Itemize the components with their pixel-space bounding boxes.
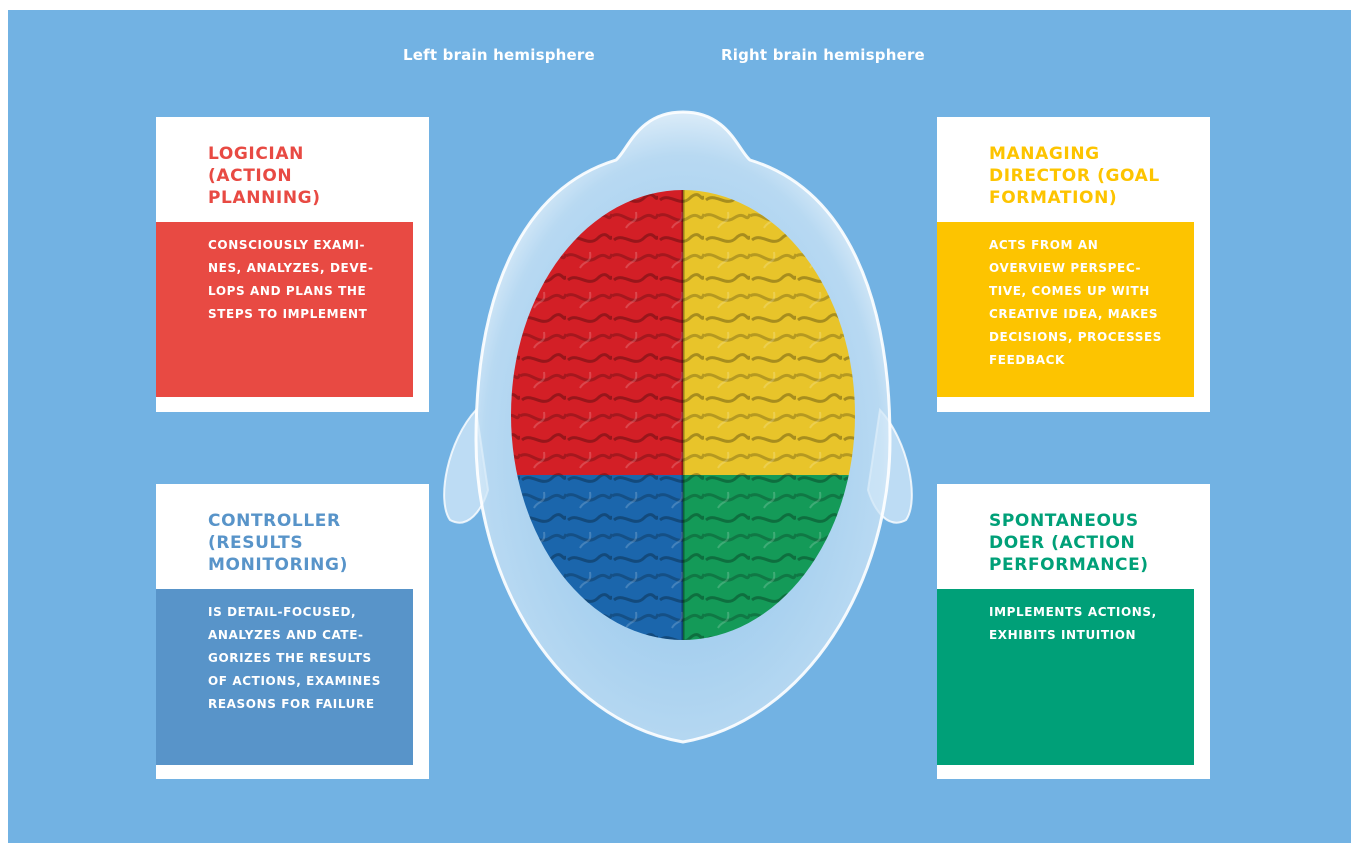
logician-title: LOGICIAN (ACTION PLANNING) bbox=[208, 144, 321, 208]
controller-description: IS DETAIL-FOCUSED, ANALYZES AND CATE- GO… bbox=[156, 589, 413, 765]
controller-title: CONTROLLER (RESULTS MONITORING) bbox=[208, 511, 348, 575]
managing-director-title: MANAGING DIRECTOR (GOAL FORMATION) bbox=[989, 144, 1160, 208]
spontaneous-doer-card: SPONTANEOUS DOER (ACTION PERFORMANCE) IM… bbox=[937, 484, 1210, 779]
right-hemisphere-label: Right brain hemisphere bbox=[721, 46, 925, 64]
brain-head-illustration bbox=[443, 110, 913, 744]
spontaneous-doer-title: SPONTANEOUS DOER (ACTION PERFORMANCE) bbox=[989, 511, 1149, 575]
left-hemisphere-label: Left brain hemisphere bbox=[403, 46, 595, 64]
diagram-canvas: Left brain hemisphere Right brain hemisp… bbox=[8, 10, 1351, 843]
logician-card: LOGICIAN (ACTION PLANNING) CONSCIOUSLY E… bbox=[156, 117, 429, 412]
managing-director-description: ACTS FROM AN OVERVIEW PERSPEC- TIVE, COM… bbox=[937, 222, 1194, 397]
logician-description: CONSCIOUSLY EXAMI- NES, ANALYZES, DEVE- … bbox=[156, 222, 413, 397]
spontaneous-doer-description: IMPLEMENTS ACTIONS, EXHIBITS INTUITION bbox=[937, 589, 1194, 765]
controller-card: CONTROLLER (RESULTS MONITORING) IS DETAI… bbox=[156, 484, 429, 779]
managing-director-card: MANAGING DIRECTOR (GOAL FORMATION) ACTS … bbox=[937, 117, 1210, 412]
